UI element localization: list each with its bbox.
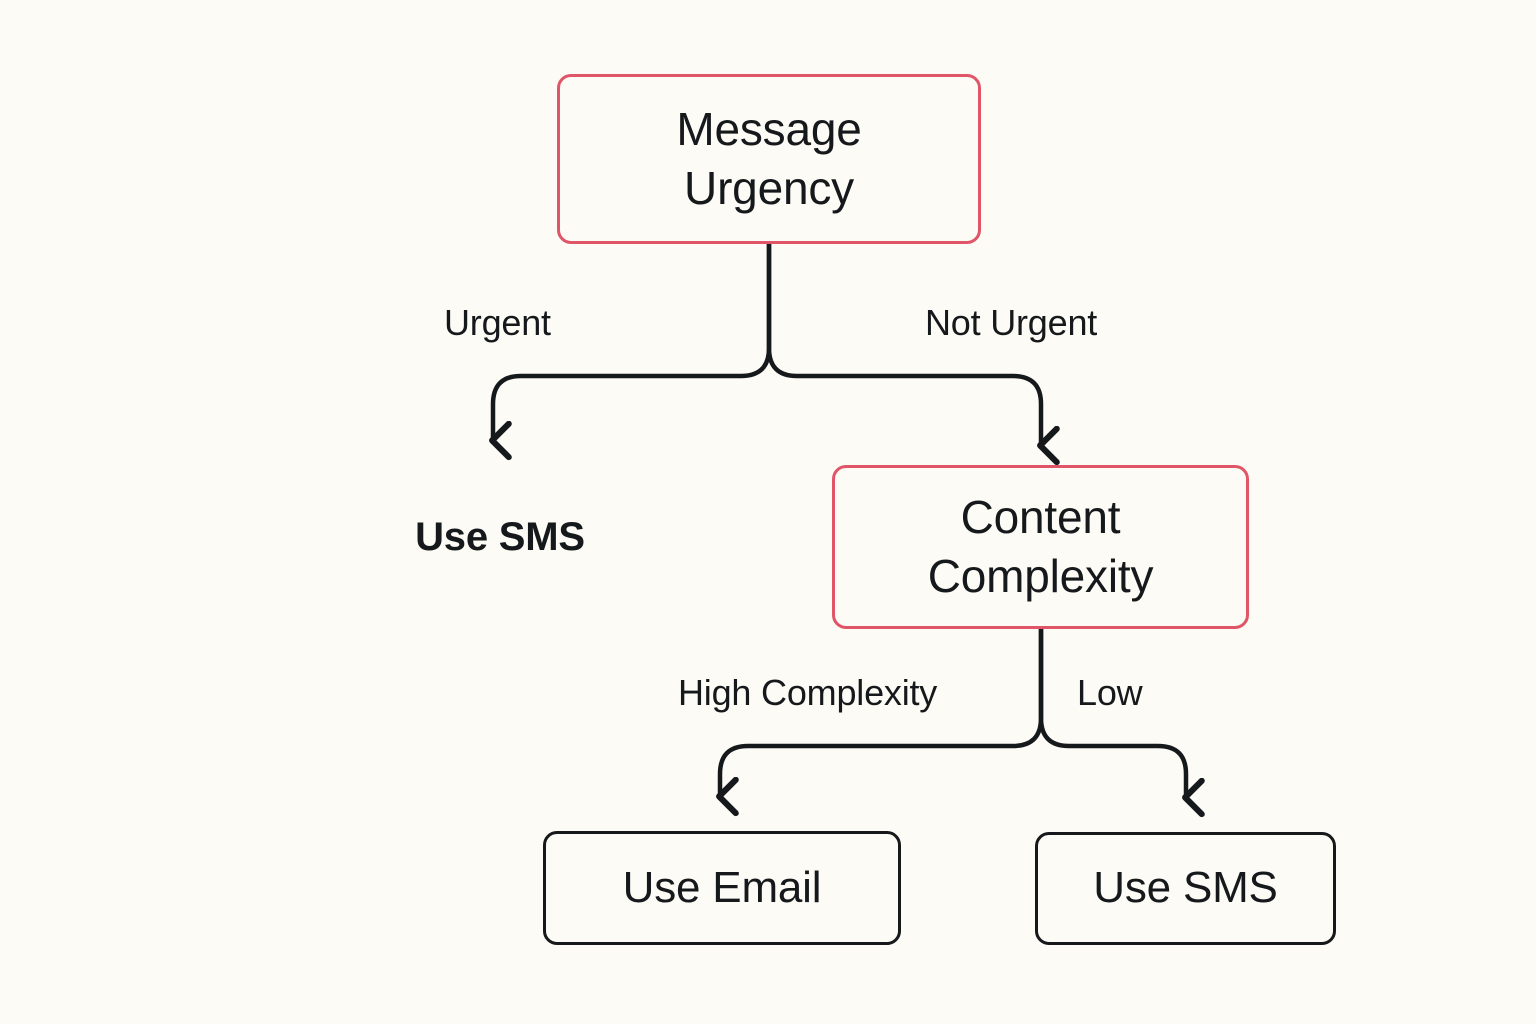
edge-label-urgent: Urgent xyxy=(444,302,551,343)
node-use-email-label: Use Email xyxy=(622,862,822,912)
node-message-urgency-label: Message Urgency xyxy=(676,100,861,218)
node-use-email[interactable]: Use Email xyxy=(543,831,901,945)
node-content-complexity[interactable]: Content Complexity xyxy=(832,465,1249,629)
edge-content-to-use-sms xyxy=(1038,626,1186,797)
node-use-sms-urgent-label: Use SMS xyxy=(415,515,585,559)
edge-label-high-complexity: High Complexity xyxy=(678,672,938,713)
node-content-complexity-label: Content Complexity xyxy=(928,488,1154,606)
node-content-complexity-line1: Content xyxy=(960,491,1121,544)
node-message-urgency[interactable]: Message Urgency xyxy=(557,74,981,244)
node-use-sms-urgent[interactable]: Use SMS xyxy=(380,508,620,566)
edge-label-low: Low xyxy=(1077,672,1143,713)
edge-label-not-urgent: Not Urgent xyxy=(925,302,1098,343)
node-message-urgency-line1: Message xyxy=(676,103,862,156)
node-message-urgency-line2: Urgency xyxy=(684,162,854,214)
node-use-sms-low-label: Use SMS xyxy=(1093,863,1278,913)
node-content-complexity-line2: Complexity xyxy=(927,550,1154,602)
node-use-sms-low[interactable]: Use SMS xyxy=(1035,832,1336,945)
edge-root-to-content-complexity xyxy=(766,241,1041,445)
